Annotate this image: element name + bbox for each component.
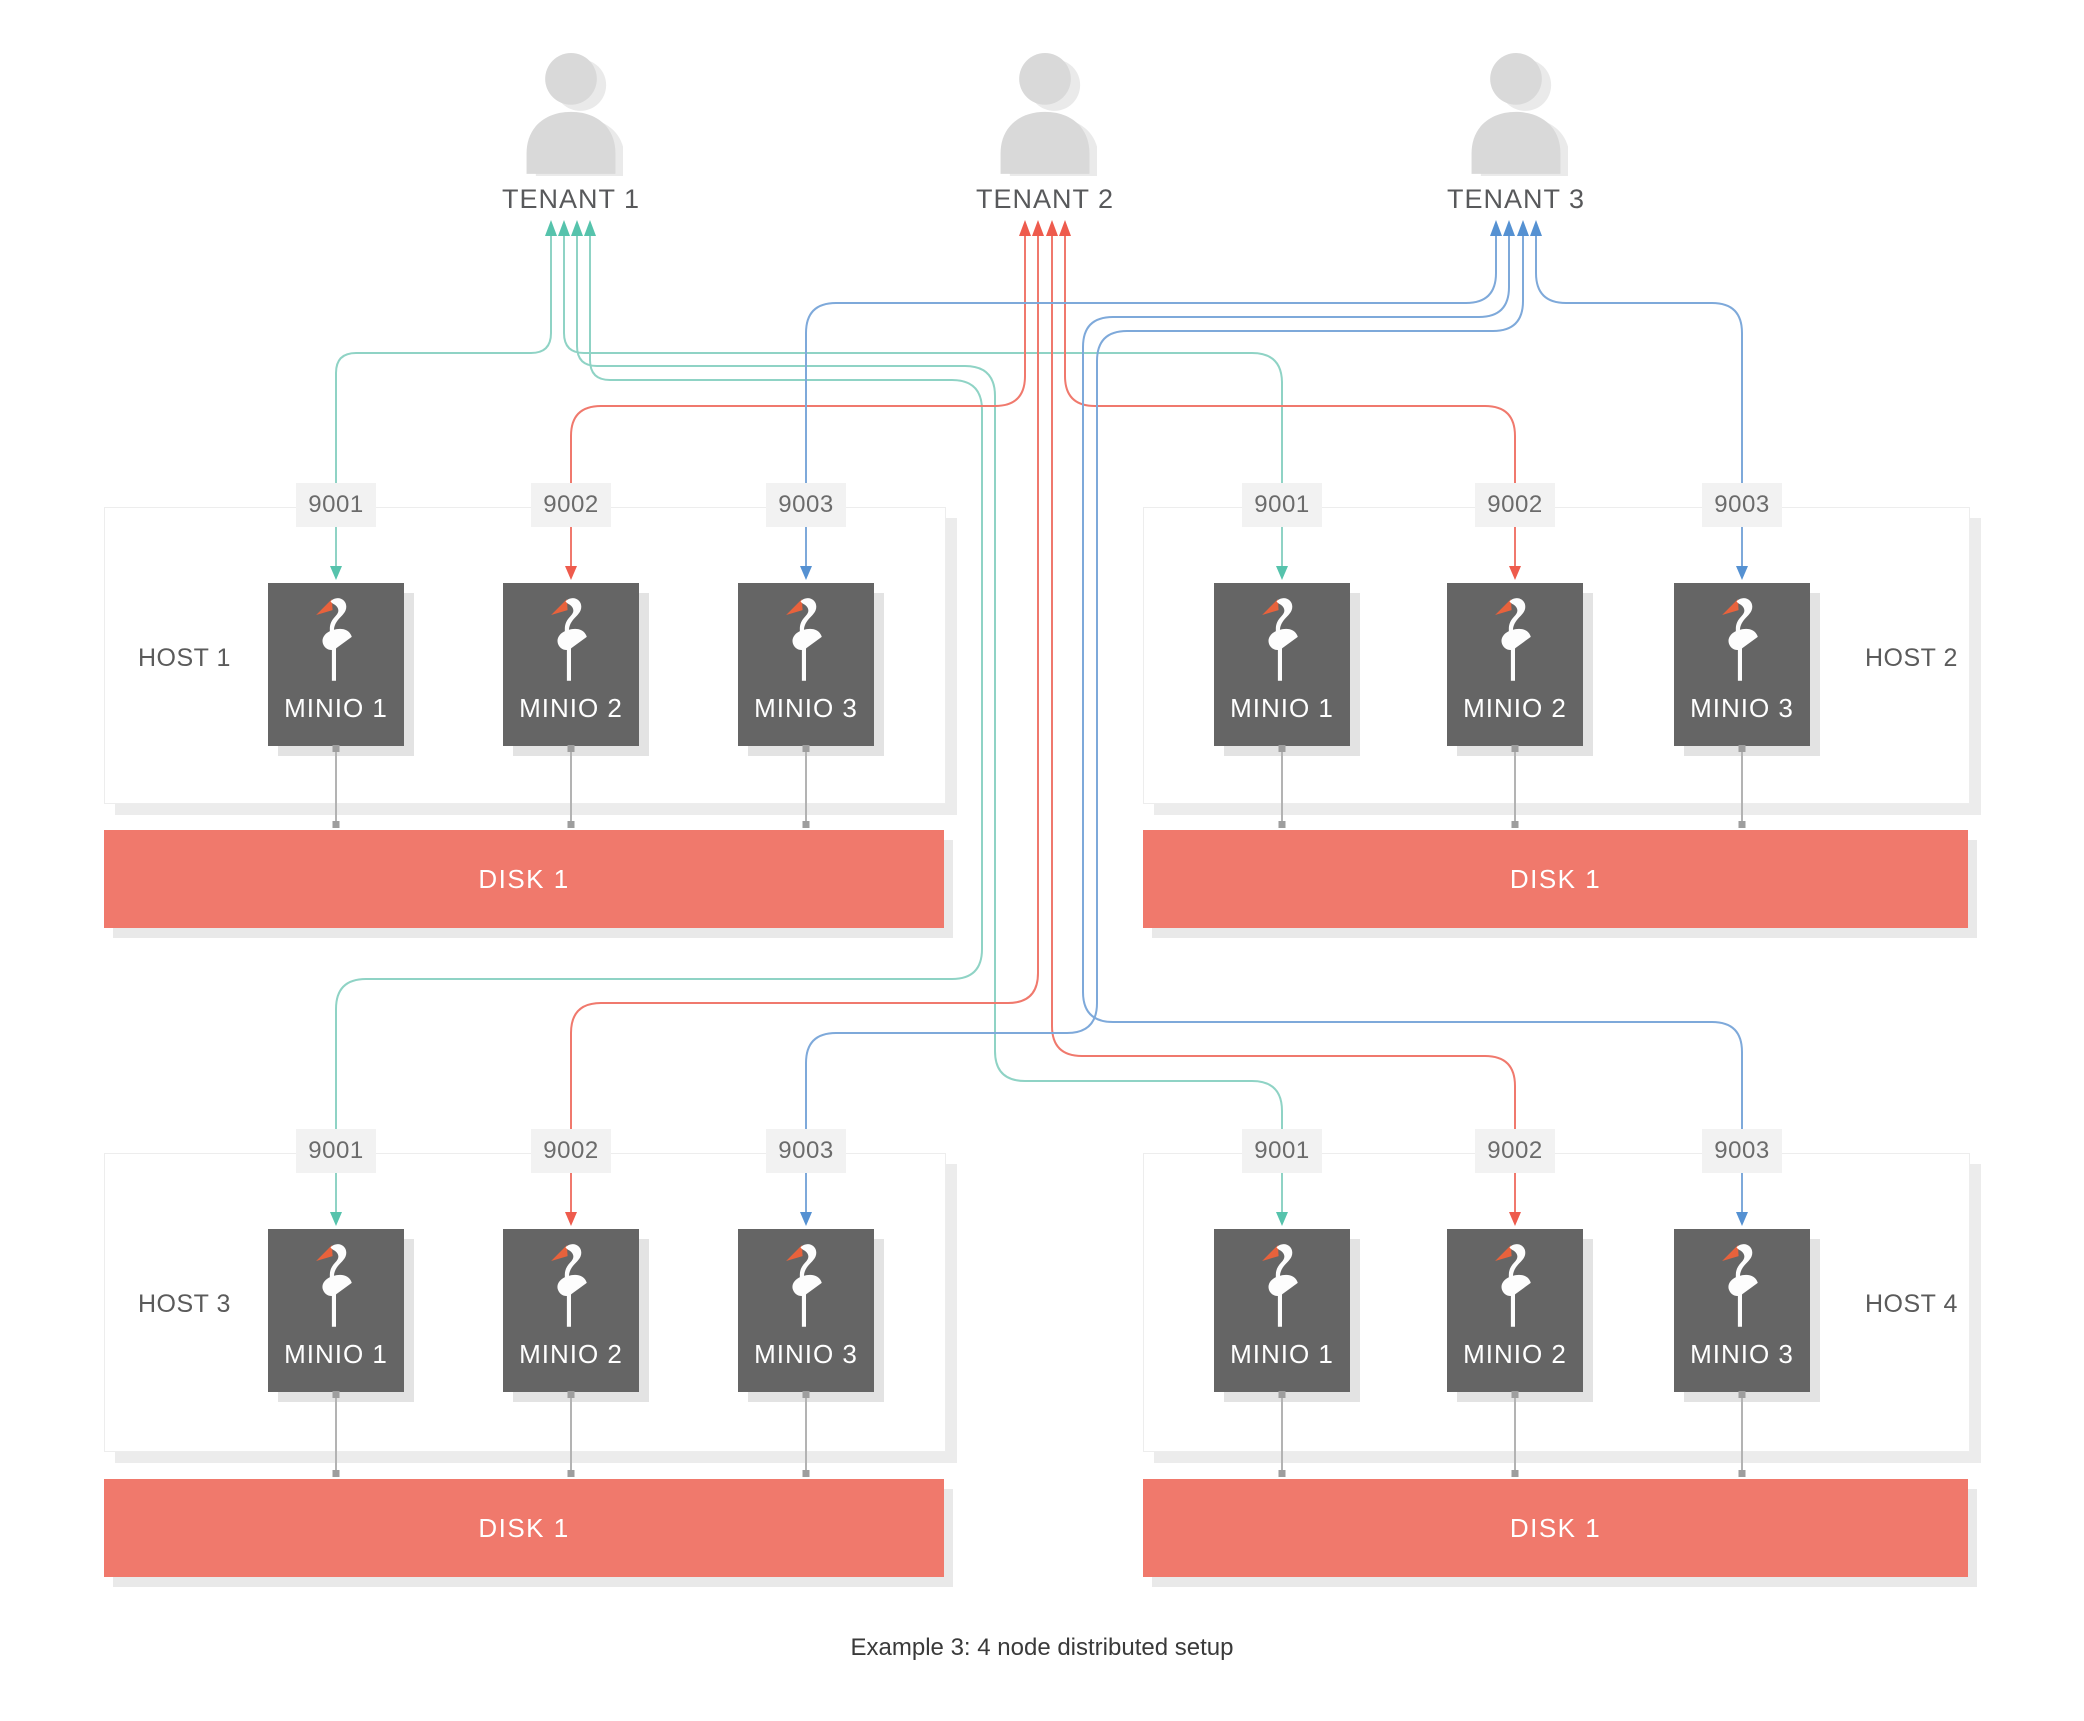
user-icon (1464, 52, 1568, 176)
minio-stork-icon (1704, 1239, 1780, 1335)
tenant-1: TENANT 1 (461, 52, 681, 215)
minio-stork-icon (298, 593, 374, 689)
host-2-label: HOST 2 (1865, 644, 1958, 672)
tenant-1-label: TENANT 1 (501, 184, 641, 214)
tenant-3-label: TENANT 3 (1446, 184, 1586, 214)
host-1-minio-1: MINIO 1 (268, 583, 404, 746)
minio-name: MINIO 2 (519, 693, 623, 723)
host-1-port-9001: 9001 (296, 483, 376, 527)
minio-stork-icon (1244, 1239, 1320, 1335)
host-1-port-9002: 9002 (531, 483, 611, 527)
host-4-minio-2: MINIO 2 (1447, 1229, 1583, 1392)
host-3-port-9001: 9001 (296, 1129, 376, 1173)
minio-name: MINIO 3 (754, 1339, 858, 1369)
minio-name: MINIO 2 (519, 1339, 623, 1369)
host-1-port-9003: 9003 (766, 483, 846, 527)
host-2-port-9003: 9003 (1702, 483, 1782, 527)
tenant-2: TENANT 2 (935, 52, 1155, 215)
host-4-minio-1: MINIO 1 (1214, 1229, 1350, 1392)
host-2-minio-1: MINIO 1 (1214, 583, 1350, 746)
tenant-3: TENANT 3 (1406, 52, 1626, 215)
tenant-up-arrows (545, 220, 1542, 236)
minio-stork-icon (768, 1239, 844, 1335)
host-2-minio-2: MINIO 2 (1447, 583, 1583, 746)
minio-stork-icon (533, 593, 609, 689)
host-4-minio-3: MINIO 3 (1674, 1229, 1810, 1392)
tenant-2-label: TENANT 2 (975, 184, 1115, 214)
host-2-minio-3: MINIO 3 (1674, 583, 1810, 746)
host-4-disk: DISK 1 (1143, 1479, 1968, 1577)
minio-name: MINIO 1 (284, 1339, 388, 1369)
user-icon (993, 52, 1097, 176)
host-2-port-9001: 9001 (1242, 483, 1322, 527)
minio-name: MINIO 1 (284, 693, 388, 723)
minio-name: MINIO 2 (1463, 1339, 1567, 1369)
minio-name: MINIO 3 (1690, 693, 1794, 723)
host-3-minio-1: MINIO 1 (268, 1229, 404, 1392)
host-4-port-9003: 9003 (1702, 1129, 1782, 1173)
minio-stork-icon (1704, 593, 1780, 689)
host-2-disk: DISK 1 (1143, 830, 1968, 928)
diagram-caption: Example 3: 4 node distributed setup (850, 1634, 1234, 1661)
minio-name: MINIO 1 (1230, 693, 1334, 723)
host-1-disk: DISK 1 (104, 830, 944, 928)
host-3-port-9002: 9002 (531, 1129, 611, 1173)
minio-name: MINIO 3 (1690, 1339, 1794, 1369)
host-1-label: HOST 1 (138, 644, 231, 672)
host-3-minio-2: MINIO 2 (503, 1229, 639, 1392)
host-3-disk: DISK 1 (104, 1479, 944, 1577)
user-icon (519, 52, 623, 176)
host-4-port-9002: 9002 (1475, 1129, 1555, 1173)
minio-stork-icon (298, 1239, 374, 1335)
host-3-label: HOST 3 (138, 1290, 231, 1318)
host-4-port-9001: 9001 (1242, 1129, 1322, 1173)
host-3-port-9003: 9003 (766, 1129, 846, 1173)
minio-name: MINIO 1 (1230, 1339, 1334, 1369)
minio-stork-icon (1477, 1239, 1553, 1335)
minio-name: MINIO 2 (1463, 693, 1567, 723)
minio-stork-icon (1244, 593, 1320, 689)
host-4-label: HOST 4 (1865, 1290, 1958, 1318)
minio-stork-icon (768, 593, 844, 689)
minio-stork-icon (1477, 593, 1553, 689)
host-1-minio-3: MINIO 3 (738, 583, 874, 746)
minio-name: MINIO 3 (754, 693, 858, 723)
minio-stork-icon (533, 1239, 609, 1335)
host-3-minio-3: MINIO 3 (738, 1229, 874, 1392)
host-1-minio-2: MINIO 2 (503, 583, 639, 746)
host-2-port-9002: 9002 (1475, 483, 1555, 527)
